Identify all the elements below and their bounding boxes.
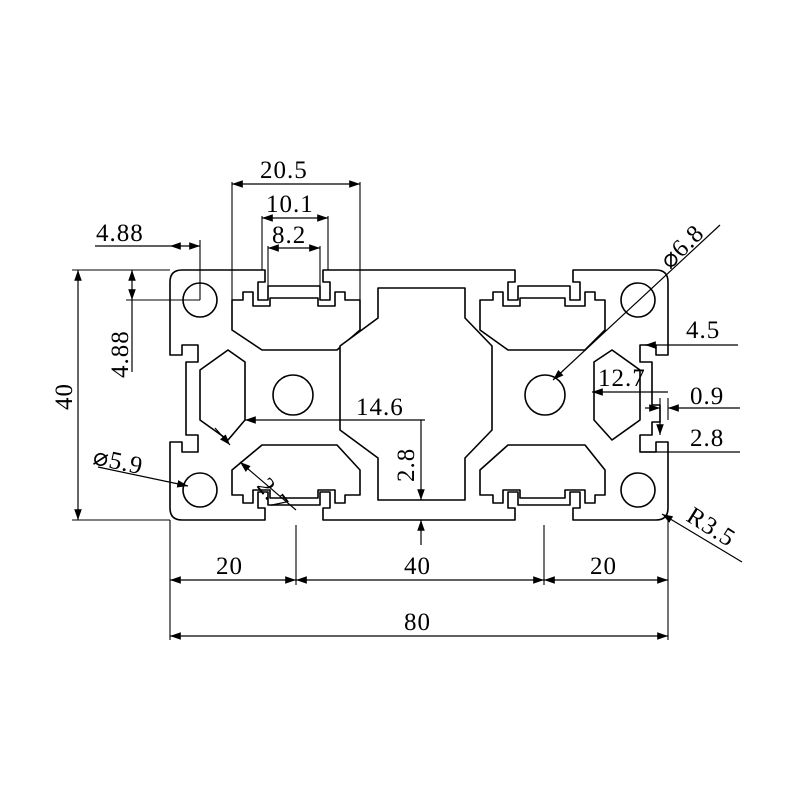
cavity-left-bottom: [231, 444, 361, 504]
hole-bottom-right: [620, 472, 656, 508]
dim-slot-opening: 8.2: [272, 222, 306, 249]
dim-corner-offset-x: 4.88: [96, 220, 144, 247]
dim-web-thickness: 2.8: [393, 448, 420, 482]
cavity-left-top: [231, 291, 361, 351]
cavity-right-side: [593, 349, 641, 441]
dim-lip-thickness: 2.8: [690, 425, 724, 452]
dim-slot-outer-width: 20.5: [260, 157, 308, 184]
dim-segment-left: 20: [216, 553, 243, 580]
dim-corner-radius: R3.5: [682, 502, 740, 552]
dim-hole-small-dia: ⌀5.9: [91, 443, 146, 480]
cavity-right-top: [479, 291, 606, 351]
aluminium-profile: [169, 269, 669, 521]
dim-height: 40: [51, 383, 78, 410]
dim-hole-large-dia: ⌀6.8: [655, 220, 710, 275]
dim-web-width: 14.6: [356, 394, 404, 421]
dim-lip-gap: 0.9: [690, 383, 724, 410]
cavity-right-bottom: [479, 444, 606, 504]
dim-corner-offset-y: 4.88: [107, 330, 134, 378]
dim-segment-middle: 40: [404, 553, 431, 580]
dimension-labels: 20.5 10.1 8.2 4.88 4.88 40 ⌀6.8 4.5 12.7…: [51, 157, 740, 636]
dimension-lines: [72, 180, 743, 640]
hole-bottom-left: [182, 472, 218, 508]
dim-slot-mid-width: 10.1: [266, 191, 314, 218]
hole-core-right: [524, 374, 566, 416]
dim-slot-depth: 4.5: [686, 317, 720, 344]
dim-segment-right: 20: [590, 553, 617, 580]
cavity-center: [339, 287, 493, 501]
hole-core-left: [272, 374, 314, 416]
dim-total-width: 80: [404, 609, 431, 636]
dim-slot-inner-depth: 12.7: [598, 365, 646, 392]
